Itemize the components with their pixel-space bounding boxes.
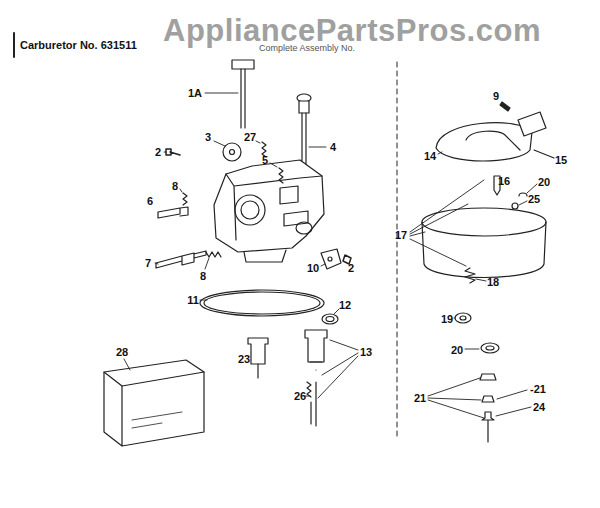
callout-number: 23	[238, 354, 250, 365]
callout-number: 4	[330, 142, 336, 153]
callout-number: 13	[360, 347, 372, 358]
callout-number: 27	[244, 132, 256, 143]
callout-number: -21	[530, 384, 546, 395]
callout-number: 10	[307, 263, 319, 274]
callout-number: 6	[147, 196, 153, 207]
diagram-title: Carburetor No. 631511	[20, 40, 137, 51]
watermark: AppliancePartsPros.com	[163, 15, 541, 46]
callout-number: 12	[339, 300, 351, 311]
callout-number: 2	[348, 263, 354, 274]
callout-number: 24	[533, 402, 545, 413]
callout-number: 3	[205, 132, 211, 143]
callout-number: 28	[116, 347, 128, 358]
callout-number: 8	[200, 271, 206, 282]
assembly-note: Complete Assembly No.	[259, 44, 355, 53]
callout-number: 18	[487, 277, 499, 288]
callout-number: 19	[441, 314, 453, 325]
callout-number: 2	[155, 147, 161, 158]
callout-number: 9	[493, 91, 499, 102]
callout-number: 20	[451, 345, 463, 356]
callout-number: 17	[395, 230, 407, 241]
callout-number: 7	[145, 258, 151, 269]
callout-number: 1A	[188, 88, 202, 99]
callout-number: 26	[294, 391, 306, 402]
callout-number: 8	[172, 181, 178, 192]
callout-number: 25	[528, 194, 540, 205]
callout-number: 16	[498, 176, 510, 187]
callout-number: 11	[187, 295, 199, 306]
callout-number: 21	[414, 393, 426, 404]
callout-number: 15	[555, 155, 567, 166]
callout-number: 20	[538, 177, 550, 188]
callout-number: 5	[262, 155, 268, 166]
callout-number: 14	[424, 151, 436, 162]
